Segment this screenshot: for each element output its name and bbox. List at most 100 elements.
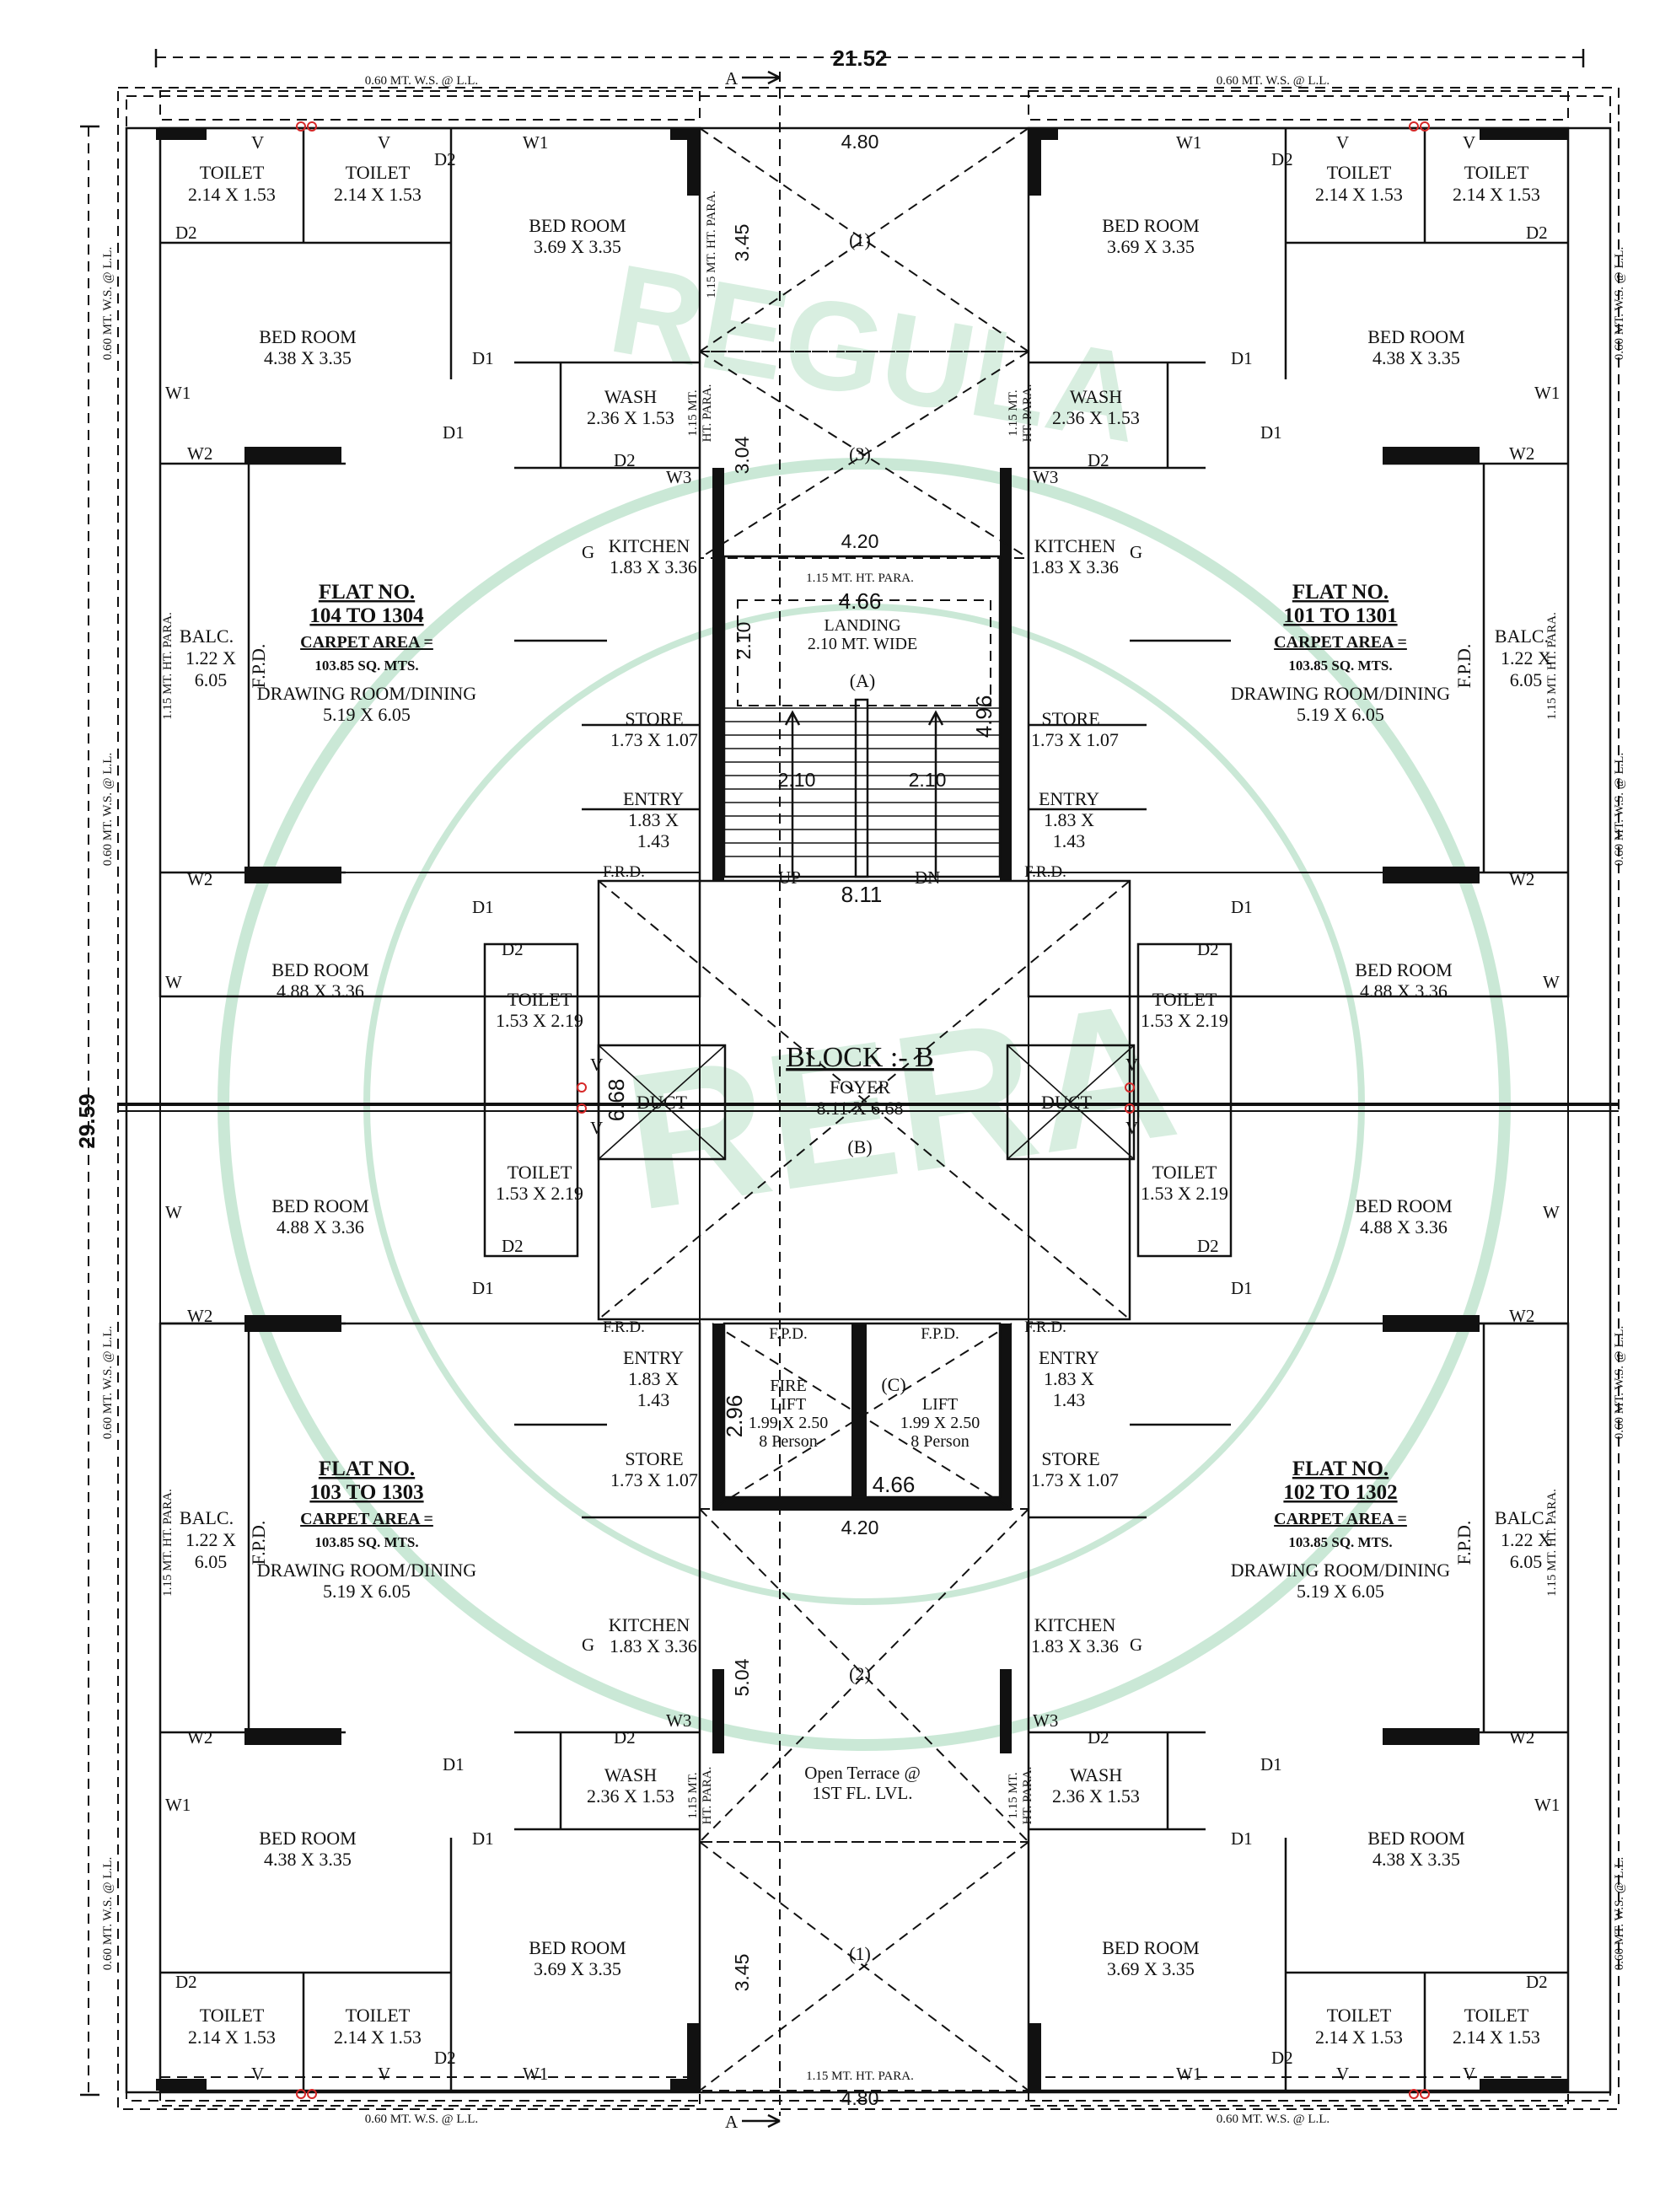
- trap-markers: [296, 121, 1430, 2099]
- plan-label: W2: [1509, 869, 1534, 889]
- plan-label: BED ROOM: [1367, 1828, 1465, 1849]
- plan-label: F.P.D.: [248, 1521, 269, 1565]
- terrace-label: Open Terrace @: [804, 1763, 921, 1783]
- plan-label: W1: [165, 1795, 191, 1815]
- plan-label: TOILET: [508, 1162, 572, 1183]
- plan-label: ENTRY: [1039, 788, 1099, 809]
- plan-label: 4.80: [841, 2087, 879, 2109]
- plan-label: W2: [1509, 1306, 1534, 1326]
- block-title: BLOCK :- B: [786, 1042, 934, 1073]
- plan-label: 4.38 X 3.35: [1372, 347, 1460, 368]
- plan-label: G: [1130, 1635, 1142, 1655]
- foyer-tag: (B): [847, 1136, 872, 1157]
- plan-label: V: [378, 132, 390, 153]
- plan-label: BALC.: [180, 1507, 234, 1528]
- plan-label: HT. PARA.: [701, 1767, 714, 1825]
- plan-label: 102 TO 1302: [1283, 1481, 1397, 1504]
- plan-label: 103.85 SQ. MTS.: [314, 658, 418, 674]
- plan-label: V: [1463, 132, 1475, 153]
- plan-label: STORE: [625, 708, 683, 729]
- plan-label: 1.15 MT. HT. PARA.: [161, 1489, 175, 1597]
- plan-label: ENTRY: [1039, 1347, 1099, 1368]
- plan-label: V: [1336, 2064, 1349, 2084]
- middle-rooms: BED ROOM 4.88 X 3.36 BED ROOM 4.88 X 3.3…: [271, 959, 1453, 1238]
- plan-label: 2.14 X 1.53: [188, 2027, 276, 2048]
- plan-label: BED ROOM: [529, 1937, 626, 1958]
- landing-tag: (A): [850, 670, 876, 691]
- plan-label: BED ROOM: [1367, 326, 1465, 347]
- plan-label: 1.83 X 3.36: [610, 1635, 697, 1656]
- plan-label: 2.14 X 1.53: [334, 184, 422, 205]
- plan-label: HT. PARA.: [1021, 1767, 1034, 1825]
- plan-label: 1.83 X: [1044, 809, 1094, 830]
- plan-label: 103.85 SQ. MTS.: [1288, 1534, 1392, 1550]
- plan-label: 3.45: [731, 1954, 753, 1992]
- plan-label: 1.73 X 1.07: [1031, 1469, 1119, 1490]
- plan-label: D1: [1260, 1754, 1282, 1774]
- flat-top-left: TOILET 2.14 X 1.53 TOILET 2.14 X 1.53 BE…: [180, 162, 698, 881]
- plan-label: 1.73 X 1.07: [610, 1469, 698, 1490]
- solid-walls: [156, 128, 1568, 2091]
- plan-label: W: [1543, 972, 1560, 992]
- plan-label: D1: [472, 1828, 494, 1849]
- void-tag-top: (1): [849, 229, 871, 250]
- overall-width-dim: 21.52: [832, 46, 887, 71]
- plan-label: CARPET AREA =: [1274, 633, 1407, 652]
- plan-label: 1.15 MT. HT. PARA.: [1545, 612, 1559, 720]
- plan-label: V: [251, 132, 264, 153]
- dimensions: 4.80 4.80 3.45 3.45 3.04 4.20 4.20 4.66 …: [604, 131, 996, 2109]
- plan-label: WASH: [604, 1764, 657, 1785]
- plan-label: 4.80: [841, 131, 879, 153]
- plan-label: TOILET: [346, 2005, 411, 2026]
- plan-label: 1.99 X 2.50: [900, 1414, 980, 1432]
- setback-right-1: 0.60 MT. W.S. @ L.L.: [1613, 247, 1626, 360]
- plan-label: KITCHEN: [609, 535, 690, 556]
- plan-label: 4.66: [873, 1472, 916, 1497]
- plan-label: 5.19 X 6.05: [323, 1581, 411, 1602]
- plan-label: 3.69 X 3.35: [1107, 236, 1195, 257]
- plan-label: 3.69 X 3.35: [1107, 1958, 1195, 1979]
- plan-label: V: [378, 2064, 390, 2084]
- opening-tags: V V W1 D2 D2 D1 D1 W1 W2 D2 W3 G W2 D1 W…: [165, 132, 1560, 2084]
- plan-label: BED ROOM: [259, 326, 357, 347]
- plan-label: 5.19 X 6.05: [1297, 704, 1384, 725]
- plan-label: BED ROOM: [1102, 215, 1200, 236]
- plan-label: 5.19 X 6.05: [1297, 1581, 1384, 1602]
- landing-size: 2.10 MT. WIDE: [808, 635, 917, 653]
- foyer-label: FOYER: [830, 1076, 890, 1098]
- stair-up-label: UP: [778, 867, 801, 888]
- plan-label: F.P.D.: [921, 1325, 959, 1343]
- plan-label: 2.10: [733, 622, 755, 660]
- plan-label: 4.88 X 3.36: [1360, 980, 1448, 1001]
- plan-label: D2: [1197, 1236, 1219, 1256]
- plan-label: TOILET: [1464, 162, 1529, 183]
- plan-label: W: [1543, 1202, 1560, 1222]
- plan-label: FLAT NO.: [1292, 1458, 1389, 1480]
- setback-right-3: 0.60 MT. W.S. @ L.L.: [1613, 1326, 1626, 1439]
- duct-right: DUCT: [1041, 1092, 1092, 1113]
- section-marker-top: A A: [725, 68, 781, 2132]
- plan-label: 5.19 X 6.05: [323, 704, 411, 725]
- plan-label: 1.15 MT.: [686, 1772, 700, 1818]
- plan-label: 2.14 X 1.53: [1315, 2027, 1403, 2048]
- plan-label: 2.36 X 1.53: [1052, 407, 1140, 428]
- plan-label: D2: [614, 1727, 636, 1748]
- plan-label: 2.14 X 1.53: [188, 184, 276, 205]
- plan-label: F.R.D.: [1024, 863, 1066, 881]
- plan-label: 3.04: [731, 436, 753, 474]
- setback-left-2: 0.60 MT. W.S. @ L.L.: [101, 753, 115, 866]
- plan-label: 5.04: [731, 1658, 753, 1696]
- setback-top-right: 0.60 MT. W.S. @ L.L.: [1217, 74, 1330, 88]
- plan-label: W1: [1534, 1795, 1560, 1815]
- plan-label: STORE: [625, 1448, 683, 1469]
- plan-label: 104 TO 1304: [309, 604, 424, 627]
- plan-label: (C): [881, 1374, 905, 1395]
- plan-label: W1: [1176, 2064, 1201, 2084]
- plan-label: D1: [1260, 422, 1282, 443]
- plan-label: W2: [187, 1727, 212, 1748]
- plan-label: BED ROOM: [271, 1195, 369, 1216]
- plan-label: G: [582, 1635, 594, 1655]
- plan-label: 1.83 X: [1044, 1368, 1094, 1389]
- plan-label: V: [590, 1055, 603, 1075]
- plan-label: TOILET: [1152, 1162, 1217, 1183]
